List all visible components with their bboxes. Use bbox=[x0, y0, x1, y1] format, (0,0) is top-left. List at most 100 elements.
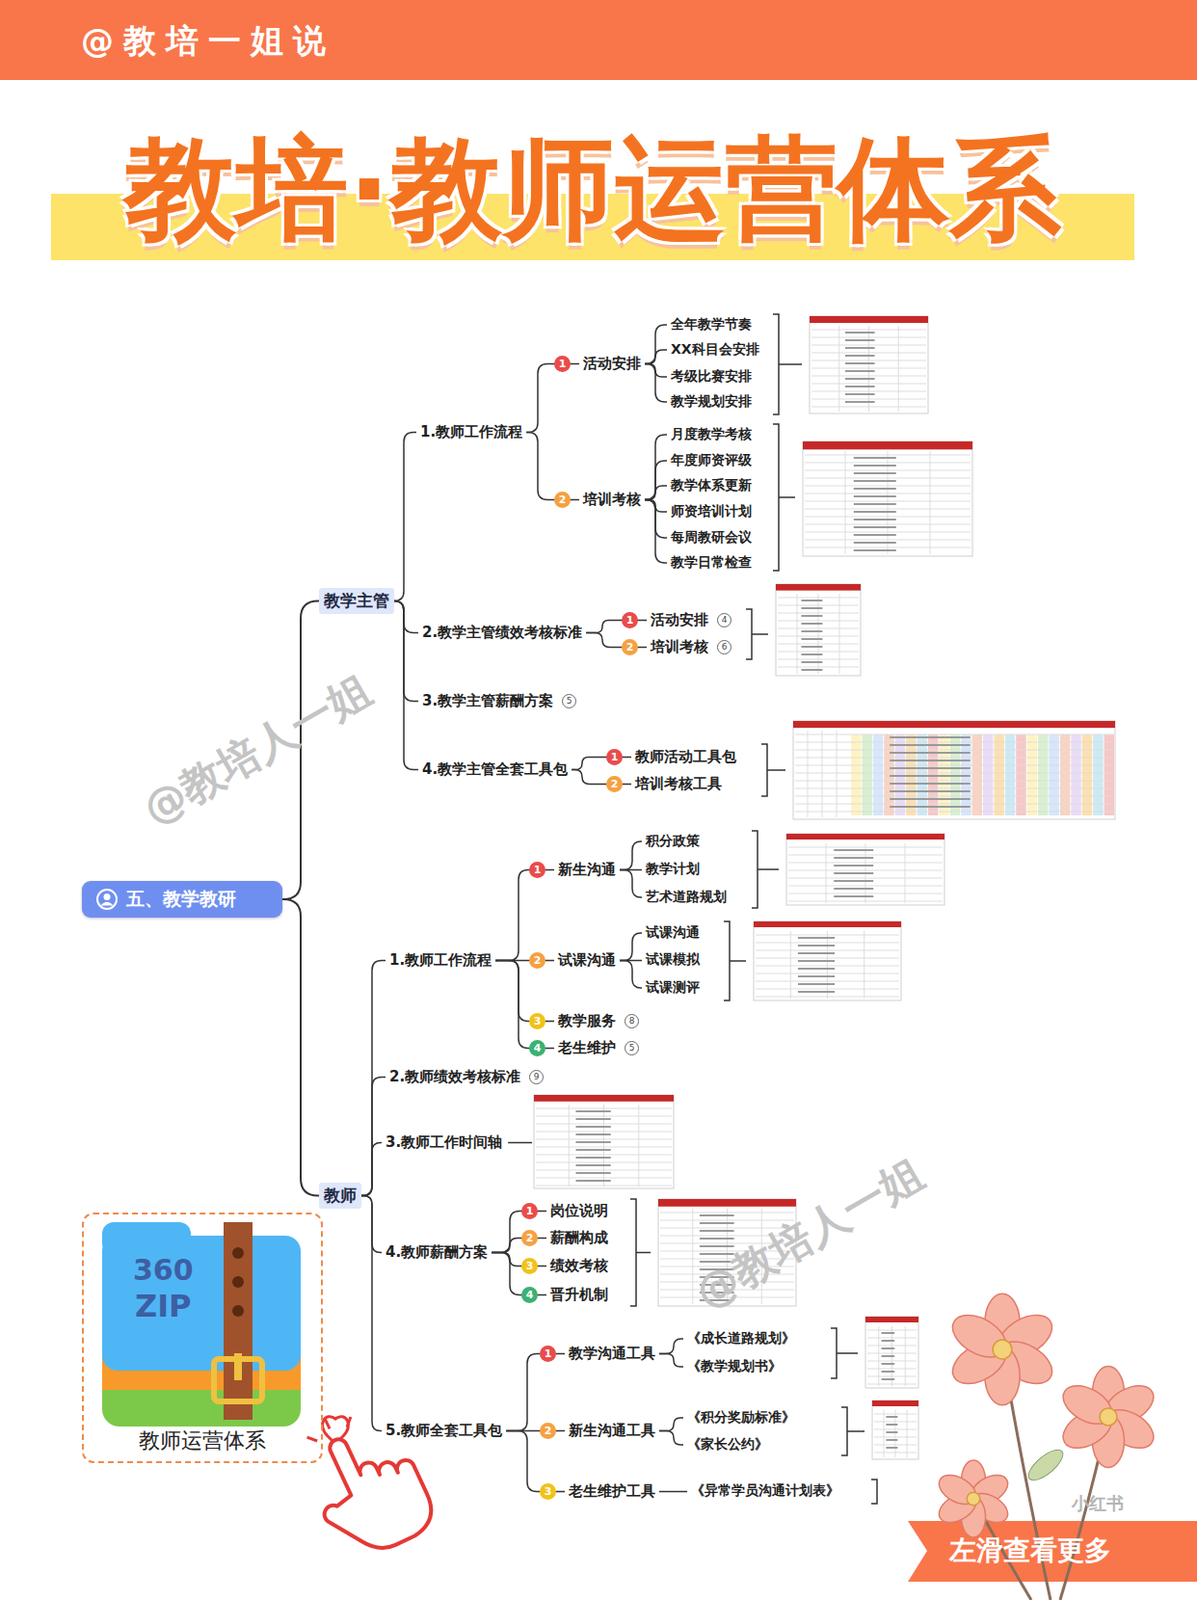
node-text: 活动安排 bbox=[583, 354, 641, 373]
thumbnail-scribble bbox=[576, 1156, 612, 1159]
thumbnail-scribble bbox=[800, 638, 823, 640]
section-topic: 4.教学主管全套工具包 bbox=[418, 758, 572, 781]
thumbnail-column bbox=[1027, 734, 1038, 816]
thumbnail-scribble bbox=[885, 1431, 898, 1434]
thumbnail-header bbox=[802, 441, 973, 450]
thumbnail-scribble bbox=[853, 487, 897, 490]
node-text: 教学体系更新 bbox=[670, 477, 752, 495]
thumbnail-col-line bbox=[836, 730, 838, 818]
thumbnail-col-line bbox=[930, 451, 931, 555]
thumbnail-column bbox=[993, 734, 1004, 816]
tree-connector bbox=[491, 1238, 547, 1253]
tree-connector bbox=[361, 1196, 382, 1432]
thumbnail-scribble bbox=[889, 774, 971, 777]
thumbnail-row bbox=[795, 749, 1114, 751]
thumbnail-scribble bbox=[853, 495, 897, 498]
node-text: 教师运营体系 bbox=[83, 1426, 321, 1456]
platform-watermark: 小红书 bbox=[1071, 1491, 1124, 1516]
flower-petal bbox=[945, 1305, 1014, 1366]
user-icon-body bbox=[101, 902, 114, 906]
node-text: 培训考核 bbox=[650, 638, 709, 657]
node-text: 晋升机制 bbox=[550, 1285, 609, 1304]
thumbnail-scribble bbox=[853, 533, 897, 536]
thumbnail-scribble bbox=[845, 400, 876, 403]
bracket-leader bbox=[836, 1352, 858, 1355]
leaf-topic: 教学计划 bbox=[641, 859, 704, 879]
sub-topic: 新生沟通 bbox=[554, 858, 620, 881]
thumbnail-row bbox=[795, 803, 1114, 805]
node-text: 试课测评 bbox=[645, 979, 700, 997]
sub-topic: 培训考核 bbox=[579, 488, 645, 511]
node-text: 艺术道路规划 bbox=[645, 888, 727, 906]
thumbnail-header bbox=[775, 584, 861, 591]
tree-connector bbox=[361, 960, 386, 1197]
thumbnail-header bbox=[753, 921, 902, 928]
leaf-topic: 艺术道路规划 bbox=[641, 887, 731, 907]
leaf-topic: 试课沟通 bbox=[641, 923, 704, 943]
thumbnail-col-line bbox=[839, 593, 841, 674]
thumbnail-scribble bbox=[833, 887, 874, 890]
tree-connector bbox=[644, 349, 667, 365]
tree-connector bbox=[644, 500, 667, 564]
node-text: 教学计划 bbox=[645, 860, 700, 878]
tree-connector bbox=[495, 960, 555, 1022]
thumbnail-col-line bbox=[691, 1208, 693, 1304]
thumbnail-column bbox=[1015, 734, 1026, 816]
callout-number: 3 bbox=[521, 1257, 538, 1275]
group-bracket bbox=[871, 1479, 878, 1504]
thumbnail-column bbox=[851, 734, 861, 816]
thumbnail-col-line bbox=[790, 931, 792, 999]
tree-connector bbox=[505, 1431, 565, 1492]
callout-number: 2 bbox=[621, 638, 639, 656]
thumbnail-frame bbox=[809, 316, 929, 414]
node-text: 月度教学考核 bbox=[670, 425, 752, 444]
thumbnail-scribble bbox=[576, 1141, 612, 1144]
thumbnail-scribble bbox=[800, 668, 823, 671]
thumbnail-row bbox=[795, 757, 1114, 759]
node-text: 2.教师绩效考核标准 bbox=[389, 1067, 521, 1087]
tree-connector bbox=[495, 870, 555, 961]
tree-connector bbox=[644, 364, 667, 403]
tree-connector bbox=[495, 960, 555, 1049]
flower-illustration bbox=[1056, 1366, 1160, 1468]
swipe-banner bbox=[907, 1520, 1197, 1582]
tree-connector bbox=[491, 1211, 547, 1253]
tree-connector bbox=[394, 601, 419, 771]
click-rays bbox=[302, 1408, 354, 1444]
tree-connector bbox=[282, 899, 320, 1197]
node-text: 试课沟通 bbox=[645, 924, 700, 942]
thumbnail-scribble bbox=[885, 1415, 898, 1418]
thumbnail-column bbox=[861, 734, 872, 816]
bracket-leader bbox=[778, 363, 802, 366]
node-text: 《积分奖励标准》 bbox=[687, 1409, 796, 1427]
node-text: 2.教学主管绩效考核标准 bbox=[422, 623, 583, 642]
flower-petal bbox=[1056, 1377, 1118, 1432]
thumbnail-scribble bbox=[699, 1229, 735, 1232]
group-bracket bbox=[723, 921, 730, 1001]
tree-connector bbox=[644, 324, 667, 365]
thumbnail-col-line bbox=[807, 730, 809, 818]
thumbnail-column bbox=[873, 734, 883, 816]
thumbnail-col-line bbox=[822, 730, 824, 818]
node-text: 4.教学主管全套工具包 bbox=[422, 760, 568, 779]
thumbnail-frame bbox=[802, 441, 973, 557]
flower-center bbox=[992, 1339, 1012, 1359]
thumbnail-col-line bbox=[603, 1104, 605, 1187]
tree-connector bbox=[361, 1143, 382, 1197]
sub-topic: 培训考核工具 bbox=[631, 772, 726, 796]
thumbnail-scribble bbox=[800, 645, 823, 648]
callout-number: 1 bbox=[529, 861, 546, 878]
thumbnail-column bbox=[1049, 734, 1060, 816]
watermark: @教培人一姐 bbox=[133, 661, 382, 838]
table-thumbnail bbox=[753, 921, 902, 1001]
thumbnail-scribble bbox=[853, 456, 897, 459]
thumbnail-scribble bbox=[845, 385, 876, 388]
flower-center bbox=[1099, 1408, 1118, 1426]
bracket-leader bbox=[636, 1251, 651, 1254]
callout-number: 1 bbox=[554, 355, 571, 373]
thumbnail-scribble bbox=[845, 339, 876, 342]
bracket-leader bbox=[729, 959, 746, 962]
thumbnail-col-line bbox=[638, 1104, 639, 1187]
thumbnail-scribble bbox=[853, 464, 897, 467]
callout-number: 1 bbox=[621, 611, 639, 629]
